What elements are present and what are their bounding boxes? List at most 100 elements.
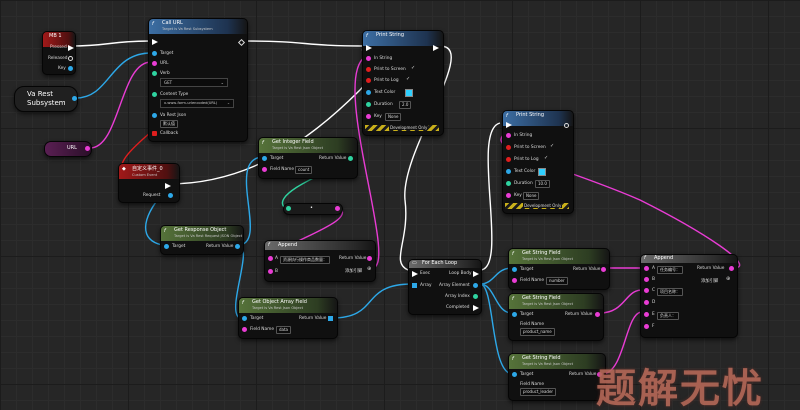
array-pin-in[interactable] (412, 283, 417, 288)
text-color-swatch[interactable] (405, 89, 413, 97)
get-string-field-node[interactable]: f Get String Field Target is Va Rest Jso… (508, 293, 604, 341)
mouse-button-event-node[interactable]: MB 1 Pressed Released Key (42, 31, 76, 75)
print-log-checkbox[interactable]: ✓ (406, 76, 411, 82)
a-input[interactable]: 资源执行操作商品数量： (280, 256, 330, 264)
print-screen-checkbox[interactable]: ✓ (411, 65, 416, 71)
object-pin-target[interactable] (512, 267, 517, 272)
object-pin-target[interactable] (152, 51, 157, 56)
add-pin-label[interactable]: 添加引脚 (701, 279, 719, 284)
key-field[interactable]: None (523, 192, 540, 200)
int-to-string-conversion-node[interactable]: • (283, 203, 343, 215)
get-integer-field-node[interactable]: f Get Integer Field Target is Va Rest Js… (258, 137, 358, 179)
field-name-input[interactable]: data (276, 326, 292, 334)
integer-pin-in[interactable] (286, 206, 291, 211)
string-pin-return[interactable] (367, 256, 372, 261)
object-pin-return[interactable] (235, 244, 240, 249)
object-pin-request[interactable] (168, 193, 173, 198)
a-input[interactable]: 任务编号： (657, 266, 683, 274)
get-object-array-field-node[interactable]: f Get Object Array Field Target is Va Re… (238, 297, 338, 339)
bool-pin-screen[interactable] (366, 67, 371, 72)
color-pin[interactable] (366, 90, 371, 95)
string-pin-c[interactable] (644, 288, 649, 293)
float-pin-duration[interactable] (366, 102, 371, 107)
bool-pin-log[interactable] (506, 157, 511, 162)
field-name-input[interactable]: number (546, 277, 568, 285)
custom-event-node[interactable]: ◆ 自定义事件_0 Custom Event Request (118, 163, 180, 203)
string-pin-url[interactable] (152, 61, 157, 66)
string-pin-b[interactable] (268, 269, 273, 274)
color-pin[interactable] (506, 169, 511, 174)
string-pin-return[interactable] (595, 312, 600, 317)
object-pin-target[interactable] (262, 156, 267, 161)
append-node[interactable]: f Append A 任务编号： Return Value B 添加引脚 ⊕ C… (640, 254, 738, 338)
string-pin-e[interactable] (644, 312, 649, 317)
string-pin-d[interactable] (644, 300, 649, 305)
delegate-pin-callback[interactable] (152, 131, 157, 136)
array-pin-return[interactable] (328, 316, 333, 321)
object-pin-json[interactable] (152, 113, 157, 118)
content-type-dropdown[interactable]: x-www-form-urlencoded(URL)⌄ (160, 99, 234, 108)
name-pin-key[interactable] (506, 193, 511, 198)
name-pin-key[interactable] (366, 114, 371, 119)
object-pin-element[interactable] (473, 283, 478, 288)
print-log-checkbox[interactable]: ✓ (544, 155, 549, 161)
field-name-input[interactable]: count (295, 166, 313, 174)
json-default-field[interactable]: 默认值 (160, 120, 178, 128)
verb-dropdown[interactable]: GET⌄ (160, 78, 228, 87)
print-screen-checkbox[interactable]: ✓ (550, 143, 555, 149)
exec-pin-released[interactable] (68, 56, 73, 61)
enum-pin-verb[interactable] (152, 71, 157, 76)
float-pin-duration[interactable] (506, 181, 511, 186)
exec-pin-out[interactable] (165, 183, 171, 189)
exec-pin-out[interactable] (564, 123, 569, 128)
string-pin-field-name[interactable] (262, 167, 267, 172)
string-pin-out[interactable] (85, 146, 90, 151)
e-input[interactable]: 负责人： (657, 312, 679, 320)
object-pin-target[interactable] (164, 244, 169, 249)
object-pin-target[interactable] (242, 316, 247, 321)
url-variable-node[interactable]: URL (44, 141, 92, 157)
enum-pin-content-type[interactable] (152, 92, 157, 97)
integer-pin-index[interactable] (473, 294, 478, 299)
bool-pin-log[interactable] (366, 78, 371, 83)
c-input[interactable]: 项目名称： (657, 288, 683, 296)
object-pin-out[interactable] (72, 96, 77, 101)
add-pin-label[interactable]: 添加引脚 (345, 269, 363, 274)
exec-pin-in[interactable] (152, 39, 158, 45)
add-pin-plus-icon[interactable]: ⊕ (726, 276, 731, 282)
print-string-node[interactable]: f Print String In String Print to Screen… (502, 110, 574, 214)
string-pin-field-name[interactable] (512, 278, 517, 283)
add-pin-plus-icon[interactable]: ⊕ (367, 266, 372, 272)
key-field[interactable]: None (385, 113, 402, 121)
bool-pin-screen[interactable] (506, 145, 511, 150)
print-string-node[interactable]: f Print String In String Print to Screen… (362, 30, 444, 136)
varest-subsystem-node[interactable]: Va Rest Subsystem (14, 86, 78, 112)
string-pin-b[interactable] (644, 277, 649, 282)
get-string-field-node[interactable]: f Get String Field Target is Va Rest Jso… (508, 353, 606, 401)
exec-pin-in[interactable] (366, 45, 372, 51)
struct-pin-key[interactable] (68, 66, 73, 71)
exec-pin-in[interactable] (412, 271, 418, 277)
string-pin-field-name[interactable] (242, 327, 247, 332)
field-name-input[interactable]: product_name (520, 328, 555, 336)
string-pin-a[interactable] (644, 266, 649, 271)
exec-pin-loop-body[interactable] (473, 271, 479, 277)
string-pin-a[interactable] (268, 256, 273, 261)
string-pin-return[interactable] (597, 372, 602, 377)
integer-pin-return[interactable] (348, 156, 353, 161)
string-pin-f[interactable] (644, 324, 649, 329)
text-color-swatch[interactable] (538, 168, 546, 176)
string-pin-out[interactable] (335, 206, 340, 211)
string-pin-in[interactable] (366, 56, 371, 61)
string-pin-return[interactable] (729, 266, 734, 271)
exec-pin-out[interactable] (68, 45, 74, 51)
exec-pin-in[interactable] (506, 122, 512, 128)
exec-pin-out[interactable] (433, 45, 439, 51)
append-node[interactable]: f Append A 资源执行操作商品数量： Return Value B 添加… (264, 240, 376, 282)
duration-field[interactable]: 10.0 (535, 180, 550, 188)
get-string-field-node[interactable]: f Get String Field Target is Va Rest Jso… (508, 248, 610, 290)
string-pin-return[interactable] (601, 267, 606, 272)
get-response-object-node[interactable]: f Get Response Object Target is Va Rest … (160, 225, 244, 255)
for-each-loop-node[interactable]: ▭ For Each Loop Exec Loop Body Array Arr… (408, 259, 482, 315)
